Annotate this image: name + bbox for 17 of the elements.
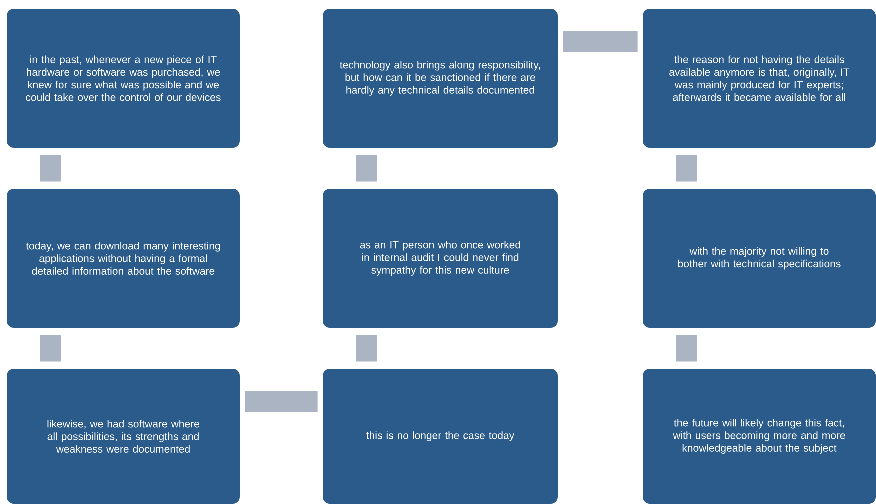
process-box: likewise, we had software where all possibilities, its strengths and weakness were documented xyxy=(7,369,240,504)
connector-bar xyxy=(245,391,318,412)
connector-bar xyxy=(40,155,62,182)
process-box: technology also brings along responsibility, but how can it be sanctioned if there are hardly any technical details documented xyxy=(323,9,558,148)
connector-bar xyxy=(356,335,378,362)
process-box: the future will likely change this fact, with users becoming more and more knowledgeable about the subject xyxy=(643,369,876,504)
process-box: this is no longer the case today xyxy=(323,369,558,504)
connector-bar xyxy=(356,155,378,182)
process-box: in the past, whenever a new piece of IT hardware or software was purchased, we knew for sure what was possible and we could take over the control of our devices xyxy=(7,9,240,148)
connector-bar xyxy=(563,31,638,52)
connector-bar xyxy=(40,335,62,362)
process-box: with the majority not willing to bother with technical specifications xyxy=(643,189,876,328)
process-box: the reason for not having the details available anymore is that, originally, IT was mainly produced for IT experts; afterwards it became available for all xyxy=(643,9,876,148)
connector-bar xyxy=(676,335,698,362)
connector-bar xyxy=(676,155,698,182)
process-box: today, we can download many interesting applications without having a formal detailed information about the software xyxy=(7,189,240,328)
process-box: as an IT person who once worked in internal audit I could never find sympathy for this new culture xyxy=(323,189,558,328)
